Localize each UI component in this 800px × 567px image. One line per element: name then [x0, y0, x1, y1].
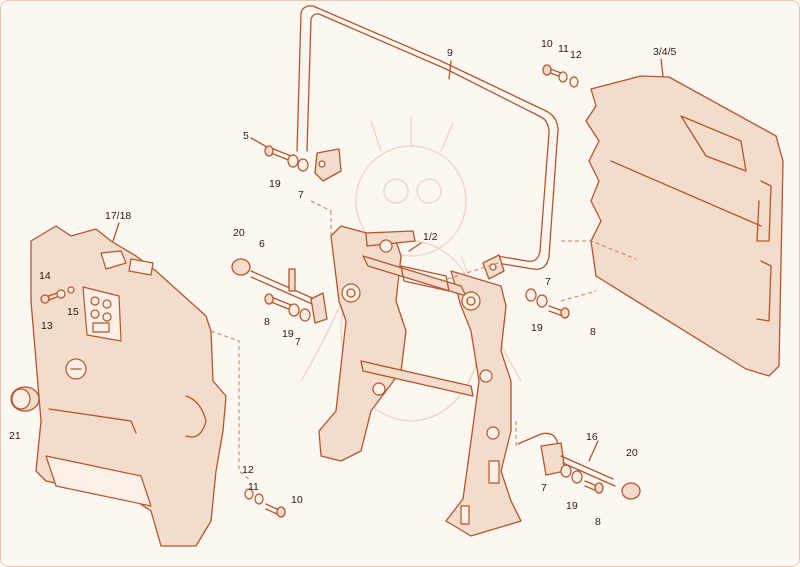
label-12-bottom: 12: [242, 464, 254, 476]
label-19-bottom: 19: [566, 500, 578, 512]
label-12-top: 12: [570, 49, 582, 61]
fastener-5-19-7: [264, 145, 309, 172]
part-21-knob: [10, 386, 40, 412]
label-5: 5: [243, 130, 249, 142]
label-17-18: 17/18: [105, 210, 131, 222]
label-1-2: 1/2: [423, 231, 438, 243]
label-16: 16: [586, 431, 598, 443]
label-14: 14: [39, 270, 51, 282]
fastener-7-19-8-right: [525, 288, 570, 319]
part-20-sleeve-left: [231, 258, 251, 276]
label-13: 13: [41, 320, 53, 332]
fastener-8-19-7-left: [264, 293, 311, 322]
label-8-left: 8: [264, 316, 270, 328]
part-20-sleeve-right: [621, 482, 641, 500]
label-10-bottom: 10: [291, 494, 303, 506]
label-20-left: 20: [233, 227, 245, 239]
label-6: 6: [259, 238, 265, 250]
label-10-top: 10: [541, 38, 553, 50]
fastener-14-13: [40, 286, 75, 304]
fastener-7-19-8-bottom: [560, 464, 604, 494]
part-1-2-main-frame: [318, 225, 522, 537]
callout-labels: 9 10 11 12 3/4/5 5 19 7 17/18 20 6 1/2 1…: [9, 38, 677, 528]
label-7-top: 7: [298, 189, 304, 201]
fastener-12-11-10-bottom: [244, 488, 286, 518]
fastener-10-11-12-top: [542, 64, 579, 88]
label-21: 21: [9, 430, 21, 442]
label-19-top: 19: [269, 178, 281, 190]
part-16-bracket: [517, 432, 616, 487]
part-9-handle-bar: [296, 5, 559, 280]
label-11-top: 11: [558, 43, 569, 55]
label-8-bottom: 8: [595, 516, 601, 528]
label-7-right: 7: [545, 276, 551, 288]
label-20-right: 20: [626, 447, 638, 459]
leader-lines: [112, 58, 664, 462]
label-3-4-5: 3/4/5: [653, 46, 677, 58]
label-7-bottom: 7: [541, 482, 547, 494]
label-11-bottom: 11: [248, 481, 259, 493]
part-17-18-left-cover: [30, 225, 227, 547]
label-8-right: 8: [590, 326, 596, 338]
part-6-pin: [250, 268, 328, 324]
label-19-right: 19: [531, 322, 543, 334]
label-15: 15: [67, 306, 79, 318]
assembly-guide-lines: [210, 200, 637, 482]
label-19-left: 19: [282, 328, 294, 340]
part-3-4-5-right-cover: [585, 75, 784, 377]
label-9: 9: [447, 47, 453, 59]
label-7-left: 7: [295, 336, 301, 348]
